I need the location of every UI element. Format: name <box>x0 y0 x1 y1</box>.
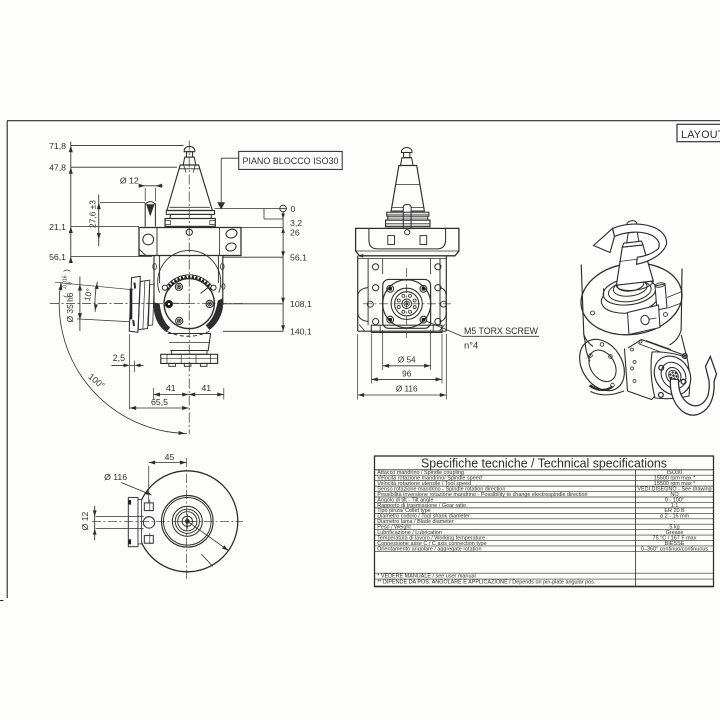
svg-text:2,5: 2,5 <box>113 353 125 363</box>
svg-text:45: 45 <box>165 452 175 462</box>
svg-text:Rapporto di trasmissione / Gea: Rapporto di trasmissione / Gear ratio <box>377 503 466 509</box>
svg-text:Velocità rotazione mandrino/ S: Velocità rotazione mandrino/ Spindle spe… <box>377 476 482 482</box>
svg-text:NO: NO <box>670 492 678 498</box>
svg-text:100°: 100° <box>86 371 106 390</box>
svg-text:Ø 12: Ø 12 <box>80 511 90 530</box>
svg-text:71,8: 71,8 <box>49 141 66 151</box>
svg-text:Ø 12: Ø 12 <box>120 175 139 185</box>
svg-text:Angolo di tilt - Tilt angle: Angolo di tilt - Tilt angle <box>377 497 433 503</box>
svg-text:108,1: 108,1 <box>290 299 312 309</box>
svg-text:47,8: 47,8 <box>49 163 66 173</box>
svg-text:5 kg: 5 kg <box>669 525 679 531</box>
svg-text:Ø 116: Ø 116 <box>104 472 127 482</box>
svg-text:): ) <box>62 269 71 272</box>
svg-text:Senso rotazione mandrino - Spi: Senso rotazione mandrino - Spindle rotat… <box>377 486 505 492</box>
svg-text:Tipo pinza/ Collet type: Tipo pinza/ Collet type <box>377 508 431 514</box>
svg-text:LAYOUT: LAYOUT <box>681 129 720 141</box>
svg-text:n°4: n°4 <box>464 339 478 350</box>
svg-text:ER 20 B: ER 20 B <box>664 508 685 514</box>
svg-text:-: - <box>674 519 676 525</box>
svg-text:27,6 ±3: 27,6 ±3 <box>88 200 98 228</box>
svg-text:Diametro codolo / Tool shank d: Diametro codolo / Tool shank diameter <box>377 514 470 520</box>
svg-text:0: 0 <box>68 282 74 285</box>
svg-text:75 °C / 167 F max: 75 °C / 167 F max <box>653 535 697 541</box>
svg-text:VEDI DISEGNO - See drawing: VEDI DISEGNO - See drawing <box>637 486 711 492</box>
svg-text:65,5: 65,5 <box>151 397 168 407</box>
svg-text:56,1: 56,1 <box>290 253 307 263</box>
svg-text:Orientamento angolare / aggreg: Orientamento angolare / aggregate rotati… <box>377 546 481 552</box>
svg-text:* VEDERE MANUALE / see user ma: * VEDERE MANUALE / see user manual <box>377 574 476 580</box>
svg-text:Possibilità inversione rotazio: Possibilità inversione rotazione mandrin… <box>377 492 587 498</box>
svg-text:1:1: 1:1 <box>671 503 679 509</box>
svg-text:(: ( <box>62 295 71 298</box>
svg-text:Grease: Grease <box>666 530 684 536</box>
svg-text:PIANO BLOCCO ISO30: PIANO BLOCCO ISO30 <box>243 156 339 166</box>
svg-text:41: 41 <box>166 383 176 393</box>
svg-text:Diametro lama / Blade diameter: Diametro lama / Blade diameter <box>377 519 454 525</box>
svg-text:Lubrificazione / Lubrication: Lubrificazione / Lubrication <box>377 530 442 536</box>
svg-text:Connessione asse C / C axis co: Connessione asse C / C axis connection t… <box>377 541 486 547</box>
svg-text:10°: 10° <box>82 287 94 301</box>
svg-text:0–360° continuo/continuous: 0–360° continuo/continuous <box>641 546 708 552</box>
svg-text:15500 rpm max *: 15500 rpm max * <box>654 476 696 482</box>
svg-text:Ø 116: Ø 116 <box>396 385 418 394</box>
svg-text:** DIPENDE DA POS. ANGOLARE E: ** DIPENDE DA POS. ANGOLARE E APPLICAZIO… <box>377 580 596 586</box>
svg-text:ISO30: ISO30 <box>667 470 682 476</box>
svg-text:BIESSE: BIESSE <box>665 541 685 547</box>
svg-text:0: 0 <box>291 204 296 214</box>
svg-text:56,1: 56,1 <box>49 252 66 262</box>
svg-text:Specifiche tecniche / Technica: Specifiche tecniche / Technical specific… <box>421 455 667 470</box>
svg-text:Temperatura di lavoro / Workin: Temperatura di lavoro / Working temperat… <box>377 535 485 541</box>
svg-text:ø 2 - 16 mm: ø 2 - 16 mm <box>660 514 690 520</box>
svg-text:26: 26 <box>290 227 300 237</box>
svg-text:41: 41 <box>201 383 211 393</box>
svg-text:3,2: 3,2 <box>290 218 302 228</box>
svg-text:Ø 35 h6: Ø 35 h6 <box>65 292 75 322</box>
svg-text:Peso / Weight: Peso / Weight <box>377 525 411 531</box>
svg-text:-0,016: -0,016 <box>63 275 69 289</box>
svg-text:Velocità rotazione utensile /: Velocità rotazione utensile / Tool speed <box>377 481 471 487</box>
svg-text:15500 rpm max *: 15500 rpm max * <box>654 481 696 487</box>
svg-text:M5 TORX SCREW: M5 TORX SCREW <box>464 325 538 336</box>
svg-text:Ø 54: Ø 54 <box>398 355 416 364</box>
svg-text:21,1: 21,1 <box>49 222 66 232</box>
svg-text:0 - 100°: 0 - 100° <box>665 497 684 503</box>
svg-text:140,1: 140,1 <box>290 327 312 337</box>
svg-text:Attacco mandrino / Spindle cou: Attacco mandrino / Spindle coupling <box>377 470 464 476</box>
svg-text:96: 96 <box>402 369 412 378</box>
